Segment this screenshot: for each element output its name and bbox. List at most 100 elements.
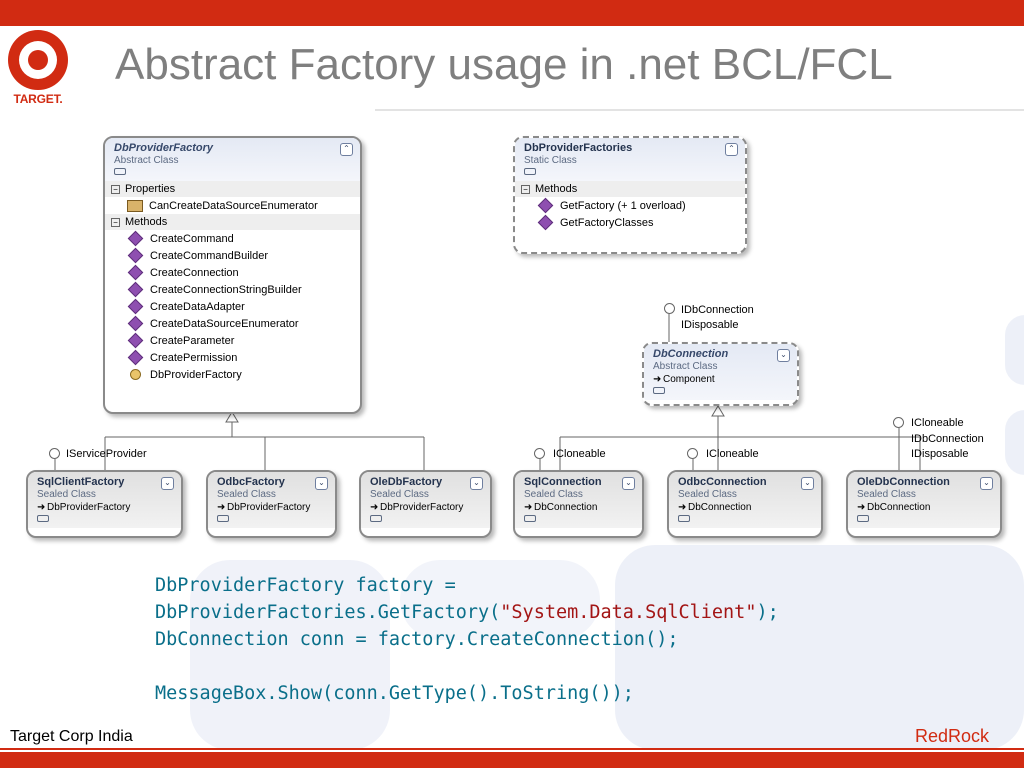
code-string: "System.Data.SqlClient" bbox=[500, 602, 757, 623]
inherits-arrow-icon: ➜ bbox=[37, 502, 46, 513]
inherits-arrow-icon: ➜ bbox=[217, 502, 226, 513]
base-class: ➜DbConnection bbox=[678, 502, 752, 513]
method-item: CreateConnection bbox=[105, 264, 360, 281]
expand-chevron-icon[interactable]: ⌄ bbox=[161, 477, 174, 490]
collapse-chevron-icon[interactable]: ⌃ bbox=[725, 143, 738, 156]
interface-label: IDbConnection bbox=[681, 304, 754, 316]
interface-lollipop bbox=[687, 448, 698, 459]
slide-title: Abstract Factory usage in .net BCL/FCL bbox=[115, 40, 893, 89]
inherits-arrow-icon: ➜ bbox=[524, 502, 533, 513]
method-icon bbox=[537, 214, 554, 231]
expand-chevron-icon[interactable]: ⌄ bbox=[801, 477, 814, 490]
background-swoosh bbox=[1005, 315, 1024, 385]
target-logo: TARGET. bbox=[6, 30, 70, 108]
method-icon bbox=[127, 349, 144, 366]
interface-label: IServiceProvider bbox=[66, 448, 147, 460]
odbcconnection-class[interactable]: OdbcConnection Sealed Class ➜DbConnectio… bbox=[667, 470, 823, 538]
methods-section[interactable]: −Methods bbox=[105, 214, 360, 230]
logo-text: TARGET. bbox=[13, 92, 63, 106]
minus-icon[interactable]: − bbox=[111, 184, 120, 194]
class-kind: Sealed Class bbox=[370, 489, 429, 500]
base-class: ➜DbProviderFactory bbox=[370, 502, 464, 513]
collapse-chevron-icon[interactable]: ⌃ bbox=[340, 143, 353, 156]
property-icon bbox=[127, 199, 143, 212]
collapse-bar-icon bbox=[857, 515, 869, 522]
collapse-bar-icon bbox=[524, 515, 536, 522]
methods-section[interactable]: −Methods bbox=[515, 181, 745, 197]
expand-chevron-icon[interactable]: ⌄ bbox=[622, 477, 635, 490]
method-item: CreateParameter bbox=[105, 332, 360, 349]
class-name: OdbcConnection bbox=[678, 476, 767, 488]
expand-chevron-icon[interactable]: ⌄ bbox=[777, 349, 790, 362]
method-icon bbox=[127, 281, 144, 298]
method-icon bbox=[127, 315, 144, 332]
interface-label: IDbConnection bbox=[911, 433, 984, 445]
class-kind: Sealed Class bbox=[524, 489, 583, 500]
method-item: CreateConnectionStringBuilder bbox=[105, 281, 360, 298]
method-icon bbox=[127, 247, 144, 264]
expand-chevron-icon[interactable]: ⌄ bbox=[980, 477, 993, 490]
method-item: GetFactory (+ 1 overload) bbox=[515, 197, 745, 214]
dbproviderfactory-class[interactable]: DbProviderFactory Abstract Class ⌃ −Prop… bbox=[103, 136, 362, 414]
minus-icon[interactable]: − bbox=[111, 217, 120, 227]
properties-section[interactable]: −Properties bbox=[105, 181, 360, 197]
class-kind: Sealed Class bbox=[37, 489, 96, 500]
interface-label: ICloneable bbox=[706, 448, 759, 460]
interface-label: IDisposable bbox=[681, 319, 739, 331]
background-swoosh bbox=[400, 560, 600, 640]
method-item: CreateCommandBuilder bbox=[105, 247, 360, 264]
method-icon bbox=[127, 230, 144, 247]
class-name: DbProviderFactories bbox=[524, 142, 633, 154]
class-name: SqlClientFactory bbox=[37, 476, 125, 488]
class-name: SqlConnection bbox=[524, 476, 602, 488]
method-icon bbox=[537, 197, 554, 214]
class-kind: Sealed Class bbox=[217, 489, 276, 500]
class-kind: Sealed Class bbox=[857, 489, 916, 500]
expand-chevron-icon[interactable]: ⌄ bbox=[315, 477, 328, 490]
footer-line bbox=[0, 748, 1024, 750]
footer-company: Target Corp India bbox=[10, 728, 133, 745]
method-icon bbox=[127, 332, 144, 349]
interface-label: ICloneable bbox=[911, 417, 964, 429]
method-item: CreateDataAdapter bbox=[105, 298, 360, 315]
inherits-arrow-icon: ➜ bbox=[857, 502, 866, 513]
interface-lollipop bbox=[534, 448, 545, 459]
method-icon bbox=[127, 298, 144, 315]
dbconnection-class[interactable]: DbConnection Abstract Class ➜Component ⌄ bbox=[642, 342, 799, 406]
code-sample: DbProviderFactory factory = DbProviderFa… bbox=[155, 572, 779, 707]
base-class: ➜DbConnection bbox=[857, 502, 931, 513]
base-class: ➜DbProviderFactory bbox=[37, 502, 131, 513]
class-name: OdbcFactory bbox=[217, 476, 285, 488]
method-item: CreateCommand bbox=[105, 230, 360, 247]
property-item: CanCreateDataSourceEnumerator bbox=[105, 197, 360, 214]
inherits-arrow-icon: ➜ bbox=[370, 502, 379, 513]
minus-icon[interactable]: − bbox=[521, 184, 530, 194]
code-line: MessageBox.Show(conn.GetType().ToString(… bbox=[155, 683, 634, 704]
odbcfactory-class[interactable]: OdbcFactory Sealed Class ➜DbProviderFact… bbox=[206, 470, 337, 538]
collapse-bar-icon bbox=[217, 515, 229, 522]
background-swoosh bbox=[615, 545, 1024, 750]
code-line: DbProviderFactory factory = bbox=[155, 575, 456, 596]
class-name: DbProviderFactory bbox=[114, 142, 214, 154]
method-item: CreateDataSourceEnumerator bbox=[105, 315, 360, 332]
interface-lollipop bbox=[49, 448, 60, 459]
footer-brand: RedRock bbox=[915, 726, 990, 746]
class-kind: Abstract Class bbox=[114, 155, 179, 166]
constructor-icon bbox=[130, 369, 141, 380]
interface-lollipop bbox=[664, 303, 675, 314]
background-swoosh bbox=[1005, 410, 1024, 475]
sqlconnection-class[interactable]: SqlConnection Sealed Class ➜DbConnection… bbox=[513, 470, 644, 538]
class-kind: Sealed Class bbox=[678, 489, 737, 500]
interface-lollipop bbox=[893, 417, 904, 428]
class-kind: Abstract Class bbox=[653, 361, 718, 372]
method-item: GetFactoryClasses bbox=[515, 214, 745, 231]
expand-chevron-icon[interactable]: ⌄ bbox=[470, 477, 483, 490]
code-line: DbConnection conn = factory.CreateConnec… bbox=[155, 629, 679, 650]
sqlclientfactory-class[interactable]: SqlClientFactory Sealed Class ➜DbProvide… bbox=[26, 470, 183, 538]
dbproviderfactories-class[interactable]: DbProviderFactories Static Class ⌃ −Meth… bbox=[513, 136, 747, 254]
class-name: DbConnection bbox=[653, 348, 729, 360]
method-item: CreatePermission bbox=[105, 349, 360, 366]
oledbfactory-class[interactable]: OleDbFactory Sealed Class ➜DbProviderFac… bbox=[359, 470, 492, 538]
oledbconnection-class[interactable]: OleDbConnection Sealed Class ➜DbConnecti… bbox=[846, 470, 1002, 538]
